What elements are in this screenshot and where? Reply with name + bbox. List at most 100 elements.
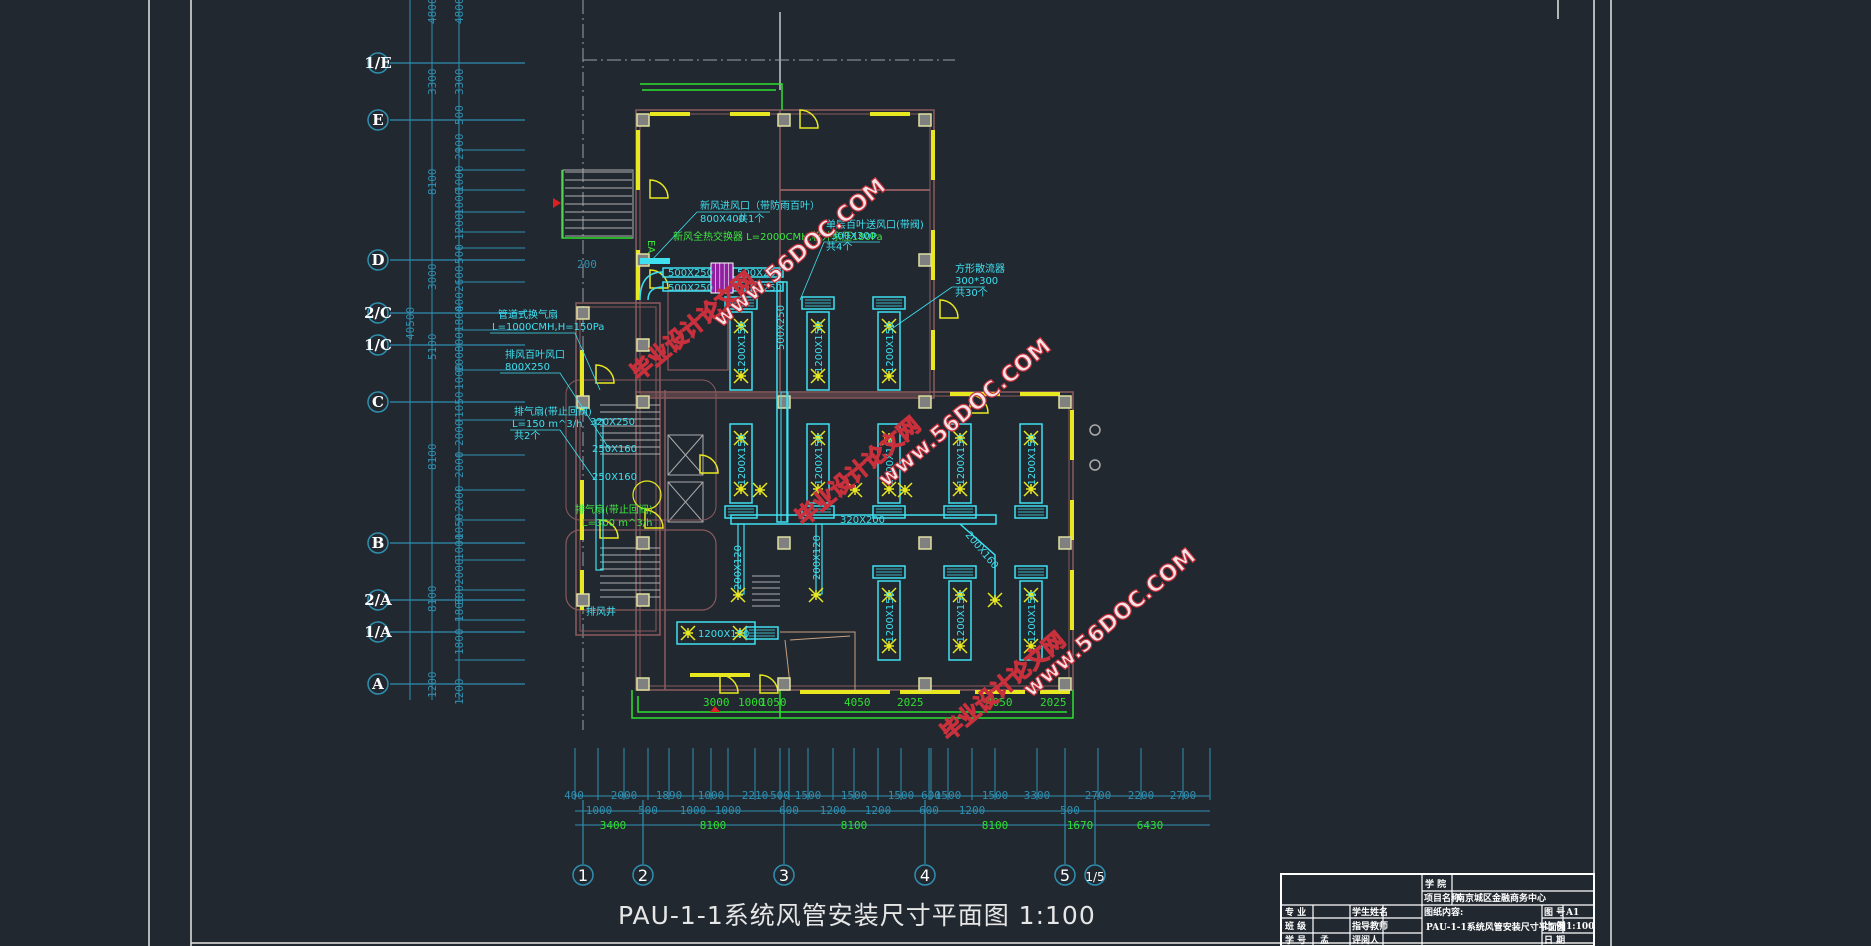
exhaust-inlet-qty: 共1个 (738, 213, 764, 225)
exhaust-inlet-label: 新风进风口（带防雨百叶） (700, 199, 820, 212)
square-diffuser-icon (810, 318, 826, 334)
square-diffuser-icon (847, 482, 863, 498)
branch-duct-label: 200X160 (963, 530, 1000, 572)
bottom-dim-label: 600 (919, 804, 939, 817)
left-dim-label: 1000 (453, 534, 466, 561)
section-marker (710, 706, 720, 712)
row-axis-bubble (367, 249, 389, 271)
structural-column (1058, 536, 1072, 550)
left-dim-label: 3300 (426, 69, 439, 96)
window (870, 112, 910, 116)
bottom-dim-label: 600 (779, 804, 799, 817)
linear-diffuser-duct (1019, 423, 1043, 504)
row-axis-bubble (367, 589, 389, 611)
linear-diffuser-duct (877, 311, 901, 391)
supply-outlet-qty: 共4个 (826, 241, 852, 253)
plan-dim-label: 4050 (844, 696, 871, 709)
diffuser-duct-label: 1200X150 (956, 591, 967, 642)
window (975, 690, 1025, 694)
window (580, 570, 584, 610)
door-swing (719, 674, 739, 694)
square-diffuser-icon (733, 430, 749, 446)
toilet-room (565, 529, 717, 611)
fresh-air-unit-label: 新风全热交换器 L=2000CMH,机外余压180Pa (673, 230, 883, 243)
grille-icon (724, 296, 758, 310)
structural-column (918, 536, 932, 550)
left-dim-label: 500 (453, 244, 466, 264)
grille-icon (943, 505, 977, 519)
column-axis-bubble (914, 864, 936, 886)
plan-dim-label: 1000 (738, 696, 765, 709)
linear-diffuser-duct (806, 311, 830, 391)
diffuser-duct-label: 1200X150 (814, 322, 825, 373)
bottom-dim-label: 1200 (865, 804, 892, 817)
structural-column (576, 593, 590, 607)
structural-column (636, 395, 650, 409)
left-dim-label: 1800 (453, 306, 466, 333)
left-dim-label: 1200 (426, 672, 439, 699)
structural-column (918, 395, 932, 409)
bottom-dim-label: 2200 (1128, 789, 1155, 802)
column-axis-label: 4 (920, 866, 930, 885)
bottom-dim-label: 1500 (888, 789, 915, 802)
sheet-frame (148, 0, 1612, 946)
bottom-dim-label: 500 (1060, 804, 1080, 817)
column-axis-bubble (572, 864, 594, 886)
diffuser-label: 方形散流器 (955, 262, 1005, 275)
door-swing (759, 674, 779, 694)
branch-duct (959, 523, 996, 600)
bottom-dim-label: 1200 (959, 804, 986, 817)
plan-dim-label: 2025 (1040, 696, 1067, 709)
bottom-axis-dim-label: 8100 (982, 819, 1009, 832)
bottom-dim-label: 600 (921, 789, 941, 802)
structural-column (576, 306, 590, 320)
square-diffuser-icon (732, 625, 748, 641)
branch-duct (780, 391, 789, 523)
plan-dim-label: 4050 (986, 696, 1013, 709)
column-axis-bubble (773, 864, 795, 886)
row-axis-bubble (367, 52, 389, 74)
window (1040, 690, 1070, 694)
door-swing (595, 364, 615, 384)
row-axis-label: C (372, 393, 384, 411)
row-axis-label: 2/C (364, 304, 392, 322)
diffuser-duct-label: 1200X150 (956, 434, 967, 485)
left-dim-label: 1050 (453, 392, 466, 419)
bottom-dim-label: 500 (770, 789, 790, 802)
square-diffuser-icon (810, 481, 826, 497)
window (580, 480, 584, 540)
exhaust-louver (640, 258, 670, 264)
small-duct-label: 250X160 (592, 444, 637, 455)
window (1070, 500, 1074, 540)
bottom-dim-label: 3300 (1024, 789, 1051, 802)
supply-outlet-label: 单层百叶送风口(带阀) (826, 218, 924, 231)
diffuser-duct-label: 1200X150 (1027, 434, 1038, 485)
tb-content-label: 图纸内容: (1424, 906, 1463, 918)
vent-fan-spec: L=300 m^3/h (582, 518, 652, 529)
left-dim-label: 2600 (453, 266, 466, 293)
duct-size-label: 500X250 (668, 283, 713, 294)
square-diffuser-icon (881, 638, 897, 654)
outdoor-outline (631, 690, 1074, 719)
left-dim-label: 1200 (453, 679, 466, 706)
row-axis-label: 2/A (364, 591, 392, 609)
linear-diffuser-duct (877, 580, 901, 661)
window (580, 350, 584, 410)
vent-fan-label: 排气扇(带止回阀) (575, 503, 653, 516)
ea-label: EA (645, 240, 656, 253)
left-dim-label: 3000 (426, 264, 439, 291)
square-diffuser-icon (810, 368, 826, 384)
toilet-fan-qty: 共2个 (514, 430, 540, 442)
square-diffuser-icon (730, 587, 746, 603)
square-diffuser-icon (897, 482, 913, 498)
bottom-axis-dim-label: 8100 (841, 819, 868, 832)
column-marker (1089, 459, 1101, 471)
column-axis-label: 3 (779, 866, 789, 885)
window (650, 112, 690, 116)
small-duct-label: 250X160 (592, 472, 637, 483)
bottom-axis-dim-label: 6430 (1137, 819, 1164, 832)
square-diffuser-icon (810, 430, 826, 446)
tb-student-label: 学生姓名 (1352, 906, 1388, 918)
left-dim-label: 2000 (453, 452, 466, 479)
